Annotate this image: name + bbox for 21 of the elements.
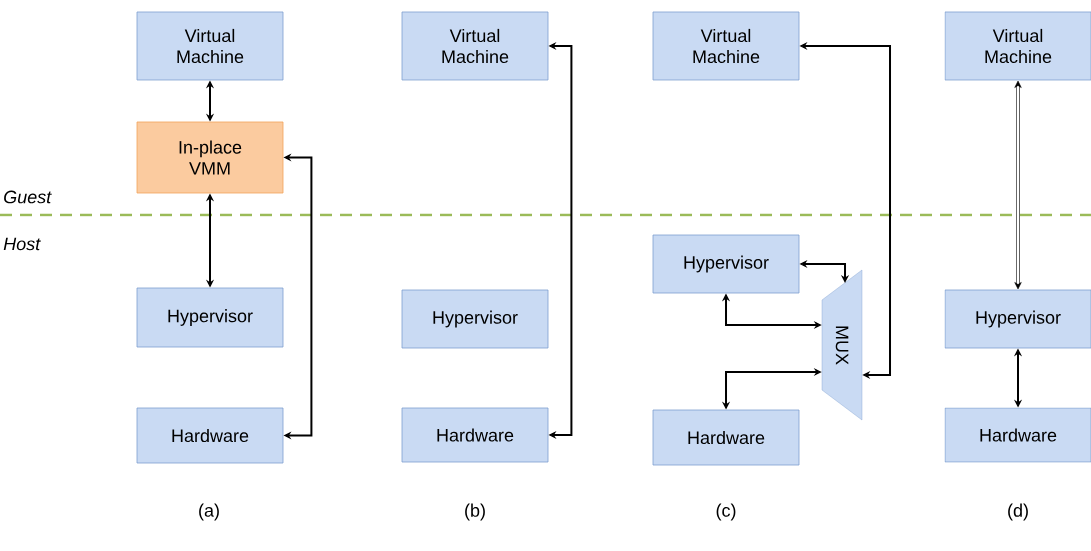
panel-label: (d) <box>1008 503 1028 521</box>
vmm-box: In-place VMM <box>136 121 284 194</box>
multiplexer-trapezoid: MUX <box>821 269 863 421</box>
component-box: Hypervisor <box>136 287 284 348</box>
panel-label: (a) <box>199 503 219 521</box>
arrow <box>1014 80 1022 290</box>
component-box: Virtual Machine <box>401 11 549 81</box>
component-box: Hardware <box>136 407 284 464</box>
component-box: Hypervisor <box>652 234 800 294</box>
component-box: Hypervisor <box>944 289 1091 349</box>
component-box: Hardware <box>944 407 1091 463</box>
component-box: Virtual Machine <box>652 11 800 81</box>
region-label: Host <box>3 237 41 251</box>
component-box: Hardware <box>401 407 549 463</box>
component-box: Virtual Machine <box>136 11 284 81</box>
panel-label: (c) <box>716 503 736 521</box>
component-box: Virtual Machine <box>944 11 1091 81</box>
component-box: Hypervisor <box>401 289 549 349</box>
panel-label: (b) <box>465 503 485 521</box>
component-box: Hardware <box>652 409 800 466</box>
region-label: Guest <box>4 190 52 204</box>
